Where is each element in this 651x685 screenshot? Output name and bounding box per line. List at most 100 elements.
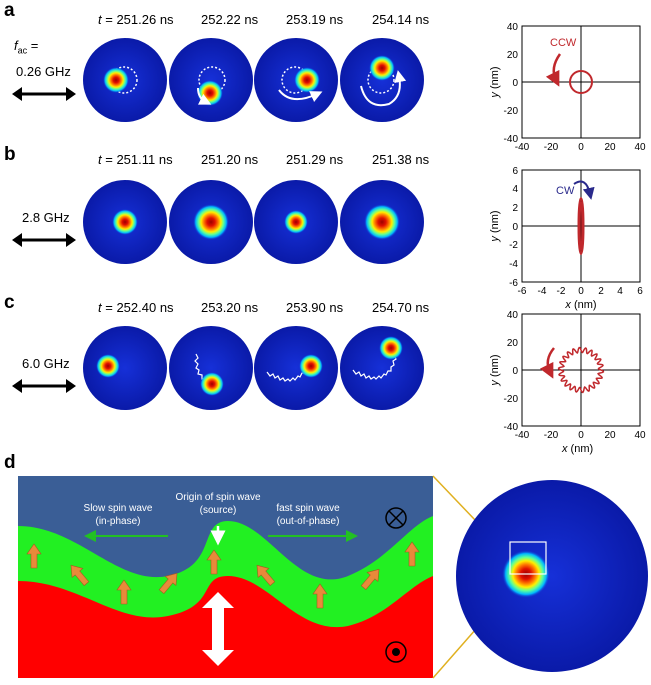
time-c-1: t = 252.40 ns: [98, 300, 174, 315]
snapshot-c-1: [83, 326, 167, 410]
trajectory-c: [557, 346, 605, 394]
spin-arrows: [26, 541, 420, 609]
xtick: 0: [578, 430, 584, 441]
xlabel-b: x (nm): [564, 299, 596, 311]
ylabel-b: y (nm): [489, 210, 501, 242]
xtick: 2: [598, 286, 604, 297]
ytick: -40: [504, 422, 519, 433]
domain-wall-schematic: Slow spin wave (in-phase) Origin of spin…: [18, 476, 433, 678]
trajectory-plot-b: CW 6 4 2 0 -2 -4 -6 -6 -4 -2 0 2 4 6 x (…: [489, 166, 643, 311]
snapshot-c-2: [169, 326, 253, 410]
origin-sublabel: (source): [200, 505, 237, 516]
xtick: 20: [604, 430, 616, 441]
time-b-2: 251.20 ns: [201, 152, 259, 167]
rotation-arrow-b: [573, 180, 595, 200]
time-b-4: 251.38 ns: [372, 152, 430, 167]
trajectory-b: [577, 197, 585, 255]
red-domain: [18, 576, 433, 678]
t-symbol: t: [98, 300, 102, 315]
into-page-icon: [385, 507, 407, 529]
double-arrow-b: [12, 233, 76, 247]
snapshot-c-4: [340, 326, 424, 410]
xtick: 0: [578, 286, 584, 297]
xtick: -20: [544, 142, 559, 153]
rotation-label-b: CW: [556, 185, 575, 197]
slow-wave-label: Slow spin wave: [84, 503, 153, 514]
panel-label-a: a: [4, 0, 15, 21]
snapshot-a-1: [83, 38, 167, 122]
snapshot-b-4: [340, 180, 424, 264]
ytick: -6: [509, 278, 518, 289]
snapshot-b-1: [83, 180, 167, 264]
ytick: 40: [507, 310, 519, 321]
xtick: -40: [515, 430, 530, 441]
ytick: 0: [512, 222, 518, 233]
zoom-box: [509, 541, 547, 575]
xtick: -40: [515, 142, 530, 153]
xtick: -20: [544, 430, 559, 441]
time-c-3: 253.90 ns: [286, 300, 344, 315]
ytick: 4: [512, 184, 518, 195]
fast-wave-label: fast spin wave: [276, 503, 340, 514]
vertical-double-arrow: [202, 592, 234, 666]
xlabel-c: x (nm): [562, 443, 594, 455]
fac-label: fac =: [14, 38, 38, 56]
full-disc-snapshot: [456, 480, 648, 672]
ylabel-c: y (nm): [489, 354, 501, 386]
time-b-1: t = 251.11 ns: [98, 152, 173, 167]
time-a-4: 254.14 ns: [372, 12, 430, 27]
snapshot-b-3: [254, 180, 338, 264]
ytick: 0: [512, 78, 518, 89]
time-a-3: 253.19 ns: [286, 12, 344, 27]
slow-wave-sublabel: (in-phase): [95, 516, 140, 527]
snapshot-b-2: [169, 180, 253, 264]
t-symbol: t: [98, 152, 102, 167]
time-value: = 252.40 ns: [105, 300, 174, 315]
ytick: 0: [512, 366, 518, 377]
time-a-2: 252.22 ns: [201, 12, 259, 27]
double-arrow-a: [12, 87, 76, 101]
trajectory-a: [569, 70, 593, 94]
fac-subscript: ac: [17, 45, 28, 56]
rotation-arrow-a: [545, 53, 562, 87]
fast-wave-sublabel: (out-of-phase): [277, 516, 340, 527]
origin-label: Origin of spin wave: [175, 492, 260, 503]
ytick: 20: [507, 338, 519, 349]
trajectory-plot-a: CCW 40 20 0 -20 -40 -40 -20 0 20 40 y (n…: [489, 22, 646, 153]
ytick: 6: [512, 166, 518, 177]
panel-label-c: c: [4, 292, 15, 313]
ytick: -20: [504, 394, 519, 405]
time-a-1: t = 251.26 ns: [98, 12, 174, 27]
xtick: -4: [538, 286, 547, 297]
time-value: = 251.26 ns: [105, 12, 174, 27]
ytick: -20: [504, 106, 519, 117]
xtick: -6: [518, 286, 527, 297]
panel-label-b: b: [4, 144, 16, 165]
frequency-a: 0.26 GHz: [16, 64, 71, 79]
time-c-2: 253.20 ns: [201, 300, 259, 315]
ytick: -40: [504, 134, 519, 145]
rotation-arrow-c: [539, 347, 555, 379]
xtick: 20: [604, 142, 616, 153]
ytick: 40: [507, 22, 519, 33]
fac-equals: =: [27, 38, 39, 53]
t-symbol: t: [98, 12, 102, 27]
time-b-3: 251.29 ns: [286, 152, 344, 167]
snapshot-a-4: [340, 38, 424, 122]
frequency-b: 2.8 GHz: [22, 210, 70, 225]
ytick: -2: [509, 240, 518, 251]
xtick: 6: [637, 286, 643, 297]
snapshot-a-2: [169, 38, 253, 122]
time-value: = 251.11 ns: [105, 152, 173, 167]
snapshot-c-3: [254, 326, 338, 410]
ytick: -4: [509, 259, 518, 270]
xtick: 0: [578, 142, 584, 153]
xtick: 4: [617, 286, 623, 297]
time-c-4: 254.70 ns: [372, 300, 430, 315]
fac-symbol: f: [14, 38, 18, 53]
out-of-page-icon: [385, 641, 407, 663]
ytick: 2: [512, 203, 518, 214]
trajectory-plot-c: 40 20 0 -20 -40 -40 -20 0 20 40 y (nm): [489, 310, 646, 441]
panel-label-d: d: [4, 452, 16, 473]
double-arrow-c: [12, 379, 76, 393]
